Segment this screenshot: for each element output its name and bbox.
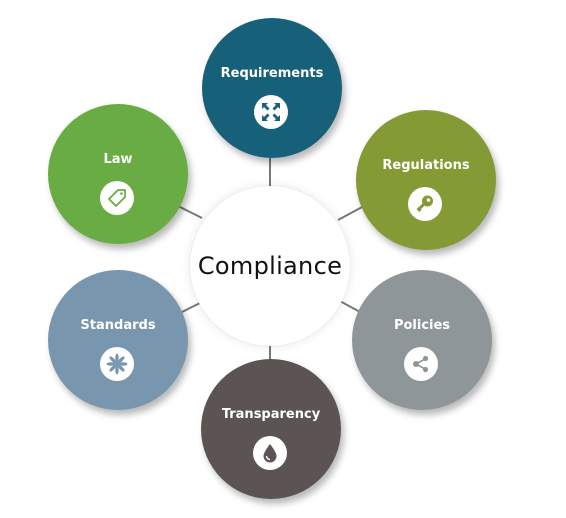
connector-law: [177, 205, 203, 219]
center-hub: Compliance: [190, 186, 350, 346]
node-transparency: Transparency: [201, 359, 341, 499]
connector-policies: [337, 299, 361, 313]
node-standards: Standards: [48, 270, 188, 410]
node-requirements: Requirements: [202, 18, 342, 158]
water-drop-icon: [253, 436, 287, 470]
node-requirements-label: Requirements: [220, 66, 324, 81]
node-law: Law: [48, 104, 188, 244]
node-standards-label: Standards: [80, 318, 156, 333]
node-policies-label: Policies: [393, 318, 451, 333]
connector-regulations: [337, 205, 365, 221]
node-policies: Policies: [352, 270, 492, 410]
node-regulations-label: Regulations: [382, 158, 470, 173]
key-icon: [408, 187, 442, 221]
center-title: Compliance: [197, 252, 343, 280]
node-transparency-label: Transparency: [221, 407, 321, 422]
node-law-label: Law: [103, 152, 133, 167]
flower-icon: [100, 347, 134, 381]
tag-icon: [100, 181, 134, 215]
node-regulations: Regulations: [356, 110, 496, 250]
share-nodes-icon: [404, 347, 438, 381]
expand-arrows-icon: [254, 95, 288, 129]
